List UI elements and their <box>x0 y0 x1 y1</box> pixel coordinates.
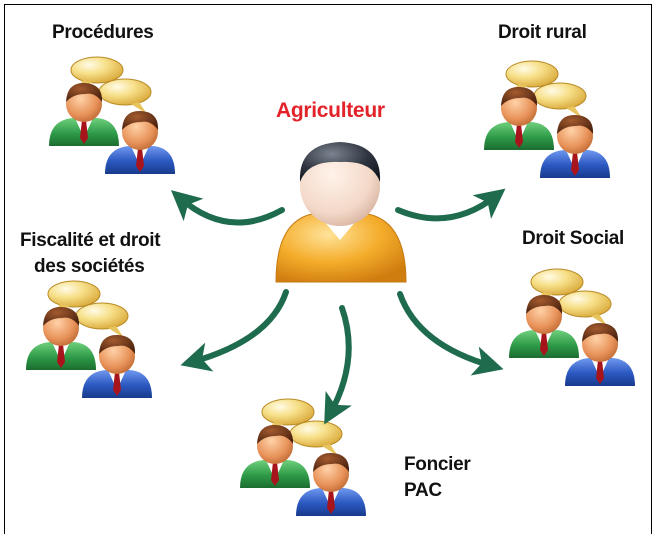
label-fiscalite: Fiscalité et droit des sociétés <box>20 230 161 277</box>
pair-icon-foncier <box>239 398 367 517</box>
pair-icon-procedures <box>48 56 176 175</box>
pair-icon-droit-social <box>508 268 636 387</box>
pair-icon-droit-rural <box>483 60 611 179</box>
center-title: Agriculteur <box>276 99 385 122</box>
arrow-to-droit-social <box>397 291 504 376</box>
arrow-to-droit-rural <box>395 188 506 222</box>
label-foncier: Foncier PAC <box>404 454 471 501</box>
farmer-icon <box>275 142 407 283</box>
arrows <box>170 188 506 425</box>
label-procedures: Procédures <box>52 22 154 43</box>
arrow-to-foncier <box>324 305 352 425</box>
pair-icon-fiscalite <box>25 280 153 399</box>
label-droit-social: Droit Social <box>522 228 624 249</box>
diagram-frame <box>4 4 652 534</box>
arrow-to-procedures <box>170 190 285 226</box>
arrow-to-fiscalite <box>180 289 289 372</box>
label-droit-rural: Droit rural <box>498 22 587 43</box>
